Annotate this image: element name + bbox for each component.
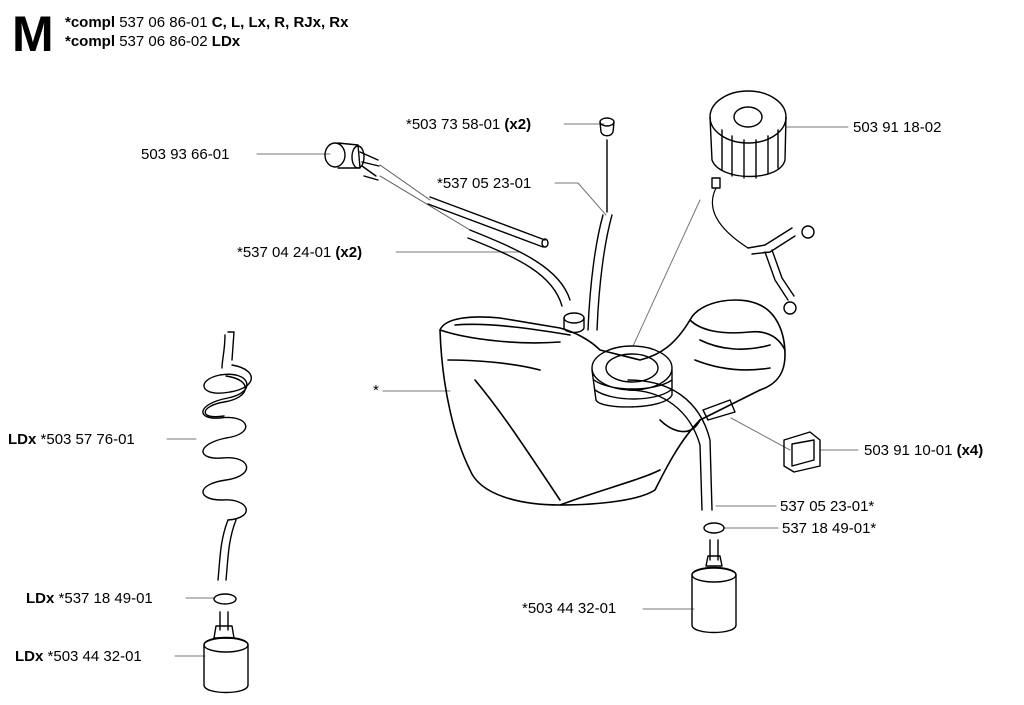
header-prefix: *compl [65,14,116,31]
part-number: 503 91 10-01 [864,442,953,459]
part-number: *537 05 23-01 [437,175,532,192]
part-number: *503 44 32-01 [47,648,142,665]
filter-left [203,611,249,694]
part-number: *503 57 76-01 [40,431,135,448]
header-prefix: *compl [65,33,116,50]
part-number: *537 04 24-01 [237,244,332,261]
quantity: (x4) [956,442,984,459]
fuel-tank [439,299,786,506]
label-hose-return: *537 05 23-01 [437,175,531,192]
filter-right [691,539,737,634]
spiral-hose [202,331,252,581]
model-prefix: LDx [26,590,55,607]
part-number: 503 91 18-02 [853,119,942,136]
header-part-number: 537 06 86-02 [119,33,208,50]
label-grommet-top: *503 73 58-01 (x2) [406,116,531,133]
tank-neck [591,345,673,408]
rubber-plug [783,431,821,473]
fuel-cap [709,90,787,189]
header-models: LDx [211,33,241,50]
label-ring-left: LDx *537 18 49-01 [26,590,153,607]
ring-left [213,593,237,605]
grommet-top [599,117,615,137]
part-number: *503 73 58-01 [406,116,501,133]
label-primer: 503 93 66-01 [141,146,229,163]
tank-grommet [563,312,585,334]
label-cap: 503 91 18-02 [853,119,941,136]
label-fuel-hose-right: 537 05 23-01* [780,498,874,515]
part-number: 537 18 49-01* [782,520,877,537]
label-ring-right: 537 18 49-01* [782,520,876,537]
header-line-2: *compl 537 06 86-02 LDx [65,33,240,50]
header-models: C, L, Lx, R, RJx, Rx [211,14,349,31]
hose-pair [427,196,571,307]
part-number: 503 93 66-01 [141,146,230,163]
label-hose-pair: *537 04 24-01 (x2) [237,244,362,261]
label-spiral-hose: LDx *503 57 76-01 [8,431,135,448]
model-prefix: LDx [8,431,37,448]
quantity: (x2) [504,116,532,133]
primer-bulb [324,142,380,181]
header-line-1: *compl 537 06 86-01 C, L, Lx, R, RJx, Rx [65,14,348,31]
model-prefix: LDx [15,648,44,665]
section-letter: M [12,6,54,62]
part-number: *537 18 49-01 [58,590,153,607]
label-tank: * [373,382,379,399]
part-number: 537 05 23-01* [780,498,875,515]
leader-lines [166,123,859,657]
part-number: * [373,382,379,399]
part-number: *503 44 32-01 [522,600,617,617]
label-plug: 503 91 10-01 (x4) [864,442,983,459]
quantity: (x2) [335,244,363,261]
label-filter-right: *503 44 32-01 [522,600,616,617]
header-part-number: 537 06 86-01 [119,14,208,31]
ring-right [703,522,725,534]
label-filter-left: LDx *503 44 32-01 [15,648,142,665]
